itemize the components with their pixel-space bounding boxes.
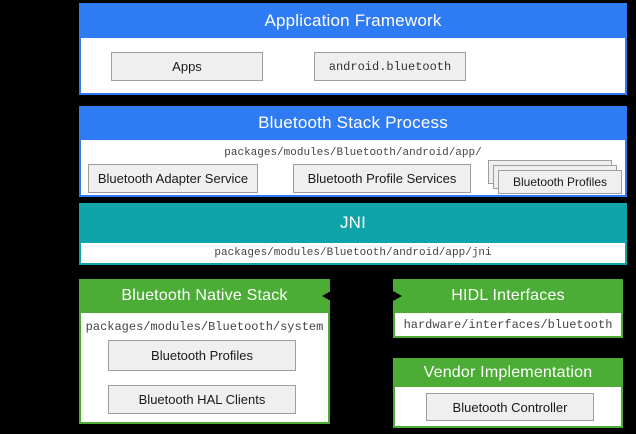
section-application-framework: Application Framework Apps android.bluet… bbox=[79, 3, 627, 95]
hidl-interfaces-title: HIDL Interfaces bbox=[393, 279, 623, 313]
bluetooth-profiles-stack: Bluetooth Profiles bbox=[488, 160, 624, 196]
vendor-implementation-title: Vendor Implementation bbox=[393, 358, 623, 387]
bluetooth-adapter-service-box: Bluetooth Adapter Service bbox=[88, 164, 258, 193]
native-bluetooth-profiles-box: Bluetooth Profiles bbox=[108, 340, 296, 371]
arrow-head-left bbox=[322, 291, 331, 301]
jni-path: packages/modules/Bluetooth/android/app/j… bbox=[214, 247, 492, 259]
section-hidl-interfaces: HIDL Interfaces hardware/interfaces/blue… bbox=[393, 279, 623, 338]
bluetooth-stack-process-body: packages/modules/Bluetooth/android/app/ … bbox=[79, 140, 627, 197]
section-jni: JNI packages/modules/Bluetooth/android/a… bbox=[79, 203, 627, 265]
jni-body: packages/modules/Bluetooth/android/app/j… bbox=[79, 243, 627, 265]
android-bluetooth-box: android.bluetooth bbox=[314, 52, 466, 81]
hidl-interfaces-path: hardware/interfaces/bluetooth bbox=[403, 317, 613, 332]
bluetooth-native-stack-path: packages/modules/Bluetooth/system bbox=[85, 320, 324, 334]
section-bluetooth-stack-process: Bluetooth Stack Process packages/modules… bbox=[79, 106, 627, 197]
section-vendor-implementation: Vendor Implementation Bluetooth Controll… bbox=[393, 358, 623, 428]
bluetooth-native-stack-body: packages/modules/Bluetooth/system Blueto… bbox=[79, 313, 330, 424]
bluetooth-hal-clients-box: Bluetooth HAL Clients bbox=[108, 385, 296, 414]
application-framework-title: Application Framework bbox=[79, 3, 627, 38]
bluetooth-controller-box: Bluetooth Controller bbox=[426, 393, 594, 421]
bluetooth-profiles-stacked-box: Bluetooth Profiles bbox=[498, 170, 622, 194]
application-framework-body: Apps android.bluetooth bbox=[79, 38, 627, 95]
arrow-shaft bbox=[328, 295, 396, 297]
vendor-implementation-body: Bluetooth Controller bbox=[393, 387, 623, 428]
jni-title: JNI bbox=[79, 203, 627, 243]
bluetooth-native-stack-title: Bluetooth Native Stack bbox=[79, 279, 330, 313]
hidl-interfaces-body: hardware/interfaces/bluetooth bbox=[393, 313, 623, 338]
section-bluetooth-native-stack: Bluetooth Native Stack packages/modules/… bbox=[79, 279, 330, 424]
bluetooth-stack-process-title: Bluetooth Stack Process bbox=[79, 106, 627, 140]
bluetooth-stack-process-path: packages/modules/Bluetooth/android/app/ bbox=[224, 147, 482, 159]
bluetooth-profile-services-box: Bluetooth Profile Services bbox=[293, 164, 471, 193]
apps-box: Apps bbox=[111, 52, 263, 81]
arrow-head-right bbox=[393, 291, 402, 301]
